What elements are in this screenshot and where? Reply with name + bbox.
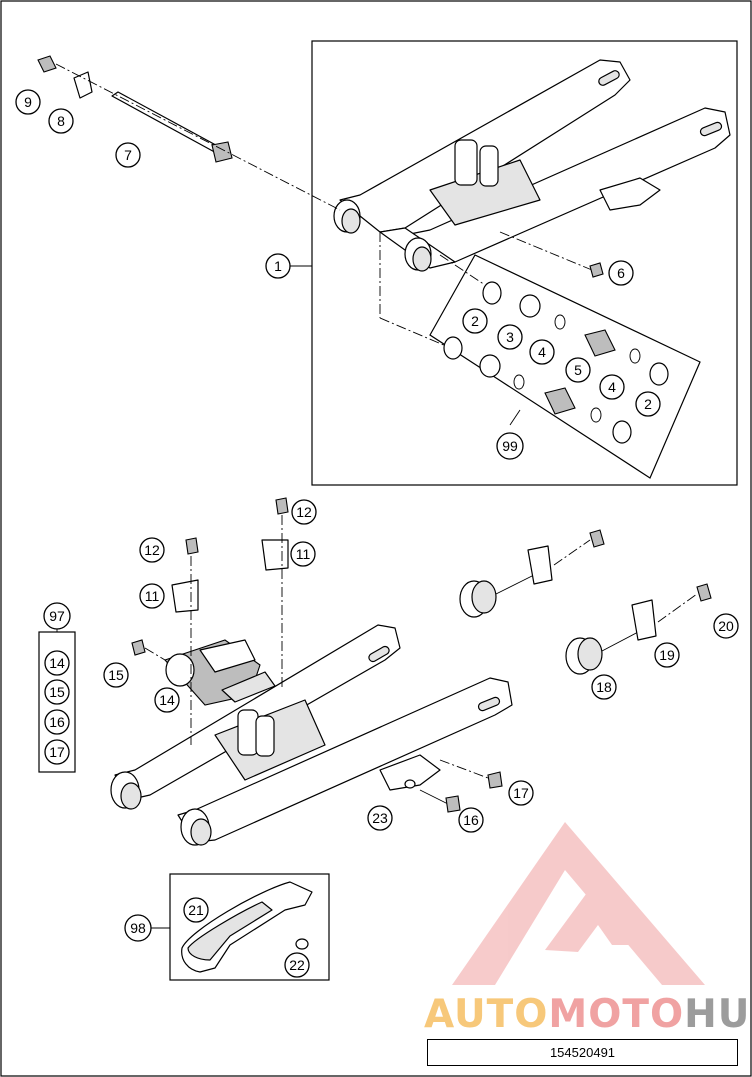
swingarm-detail-box	[311, 40, 738, 486]
callout-4b: 4	[599, 374, 625, 400]
svg-text:99: 99	[502, 438, 518, 454]
kit97-item-14: 14	[44, 650, 70, 676]
rear-bolt-washer	[404, 759, 503, 813]
chain-slider-box	[169, 873, 330, 981]
callout-23: 23	[367, 805, 393, 831]
callout-97: 97	[43, 602, 71, 630]
callout-3: 3	[497, 324, 523, 350]
kit97-item-17: 17	[44, 739, 70, 765]
bearing-parts	[443, 281, 669, 444]
bearing-kit-box	[429, 254, 701, 479]
svg-text:98: 98	[130, 920, 146, 936]
svg-text:21: 21	[188, 902, 204, 918]
svg-text:18: 18	[596, 679, 612, 695]
svg-text:14: 14	[49, 655, 65, 671]
svg-text:4: 4	[608, 379, 616, 395]
callout-2b: 2	[635, 391, 661, 417]
svg-text:15: 15	[49, 684, 65, 700]
svg-text:1: 1	[274, 258, 282, 274]
automotohub-logo-text: AUTOMOTOHUB	[424, 992, 752, 1037]
svg-text:15: 15	[108, 667, 124, 683]
swingarm-lower	[110, 624, 513, 846]
chain-guide	[131, 639, 276, 706]
svg-text:9: 9	[24, 94, 32, 110]
svg-text:11: 11	[296, 546, 311, 562]
callout-21: 21	[183, 897, 209, 923]
svg-text:11: 11	[145, 588, 160, 604]
callout-19: 19	[654, 642, 680, 668]
callout-18: 18	[591, 674, 617, 700]
svg-text:2: 2	[644, 396, 652, 412]
drawing-number: 154520491	[427, 1039, 738, 1066]
callout-16: 16	[458, 807, 484, 833]
svg-text:2: 2	[471, 313, 479, 329]
callout-99: 99	[496, 432, 524, 460]
kit97-item-16: 16	[44, 709, 70, 735]
callout-22: 22	[284, 952, 310, 978]
clamps-and-screws	[171, 497, 289, 745]
callout-4a: 4	[529, 339, 555, 365]
svg-text:97: 97	[49, 608, 65, 624]
pivot-axle-assembly	[37, 55, 604, 347]
callout-98: 98	[124, 914, 152, 942]
callout-11b: 11	[139, 583, 165, 609]
svg-text:22: 22	[289, 957, 305, 973]
callout-12b: 12	[139, 537, 165, 563]
svg-text:7: 7	[124, 147, 132, 163]
callout-6: 6	[608, 260, 634, 286]
callout-7: 7	[115, 142, 141, 168]
svg-text:8: 8	[57, 113, 65, 129]
chain-adjusters	[459, 529, 712, 675]
svg-text:19: 19	[659, 647, 675, 663]
svg-text:17: 17	[513, 785, 529, 801]
callout-8: 8	[48, 108, 74, 134]
callout-9: 9	[15, 89, 41, 115]
kit97-item-15: 15	[44, 679, 70, 705]
svg-text:12: 12	[296, 504, 312, 520]
callout-2a: 2	[462, 308, 488, 334]
svg-text:16: 16	[49, 714, 65, 730]
svg-text:4: 4	[538, 344, 546, 360]
callout-1: 1	[265, 253, 291, 279]
callout-12a: 12	[291, 499, 317, 525]
callout-5: 5	[565, 357, 591, 383]
callout-17: 17	[508, 780, 534, 806]
svg-text:12: 12	[144, 542, 160, 558]
svg-text:5: 5	[574, 362, 582, 378]
callout-11a: 11	[290, 541, 316, 567]
chain-slider	[181, 881, 313, 973]
swingarm-upper	[333, 59, 731, 272]
callout-15: 15	[103, 662, 129, 688]
automotohub-logo-mark	[452, 822, 705, 985]
svg-text:14: 14	[159, 692, 175, 708]
svg-text:3: 3	[506, 329, 514, 345]
svg-text:6: 6	[617, 265, 625, 281]
svg-text:20: 20	[718, 618, 734, 634]
callout-14: 14	[154, 687, 180, 713]
svg-text:17: 17	[49, 744, 65, 760]
callout-20: 20	[713, 613, 739, 639]
svg-text:16: 16	[463, 812, 479, 828]
svg-text:23: 23	[372, 810, 388, 826]
